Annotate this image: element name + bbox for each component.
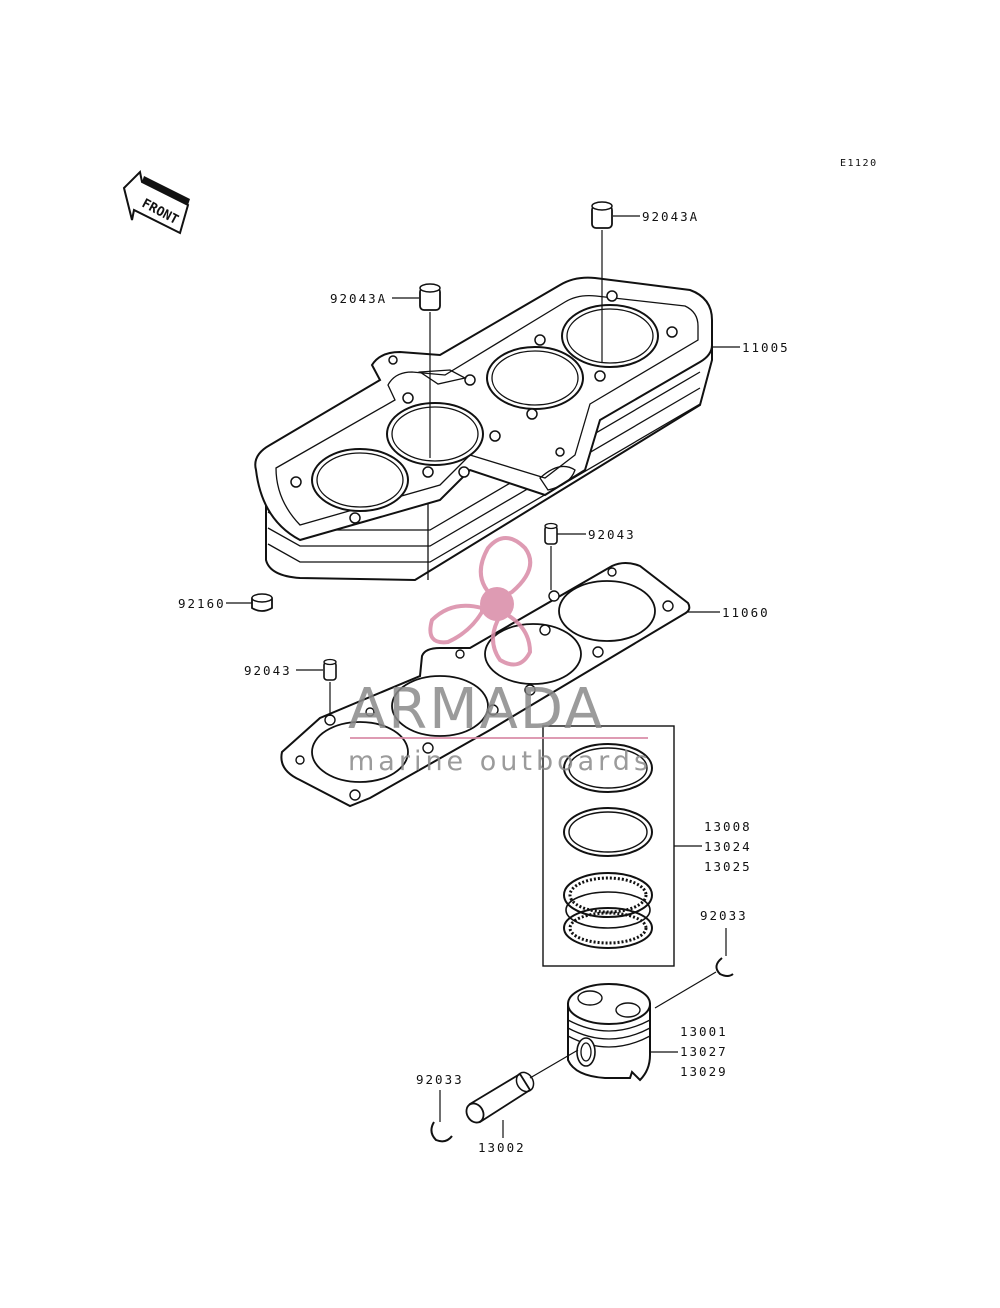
front-arrow-icon: FRONT <box>122 169 190 235</box>
cap <box>251 593 273 612</box>
label-92033-right: 92033 <box>700 908 748 923</box>
watermark: ARMADA marine outboards <box>348 536 652 777</box>
label-11005: 11005 <box>742 340 790 355</box>
propeller-logo-icon <box>428 536 533 667</box>
label-13001: 13001 <box>680 1024 728 1039</box>
label-13025: 13025 <box>704 859 752 874</box>
cylinder-gasket <box>280 562 691 808</box>
circlip-right <box>715 957 734 977</box>
cylinder-block <box>254 276 713 582</box>
label-13008: 13008 <box>704 819 752 834</box>
label-92160: 92160 <box>178 596 226 611</box>
leader-lines <box>226 215 740 1138</box>
label-11060: 11060 <box>722 605 770 620</box>
label-13002: 13002 <box>478 1140 526 1155</box>
dowel-top-left <box>419 283 441 311</box>
watermark-brand: ARMADA <box>348 677 604 742</box>
watermark-tagline: marine outboards <box>348 746 652 777</box>
piston-rings <box>563 743 653 949</box>
label-92043A-left: 92043A <box>330 291 387 306</box>
diagram-code: E1120 <box>840 158 878 169</box>
label-92043-left: 92043 <box>244 663 292 678</box>
circlip-left <box>430 1121 453 1143</box>
propeller-hub-icon <box>480 587 514 621</box>
dowel-top-right <box>591 201 613 229</box>
label-92043A-right: 92043A <box>642 209 699 224</box>
label-13024: 13024 <box>704 839 752 854</box>
label-92033-left: 92033 <box>416 1072 464 1087</box>
piston <box>567 983 651 1082</box>
label-92043-mid: 92043 <box>588 527 636 542</box>
piston-pin <box>465 1071 535 1124</box>
label-13027: 13027 <box>680 1044 728 1059</box>
dowel-mid <box>544 522 558 545</box>
dowel-left <box>323 658 337 681</box>
label-13029: 13029 <box>680 1064 728 1079</box>
